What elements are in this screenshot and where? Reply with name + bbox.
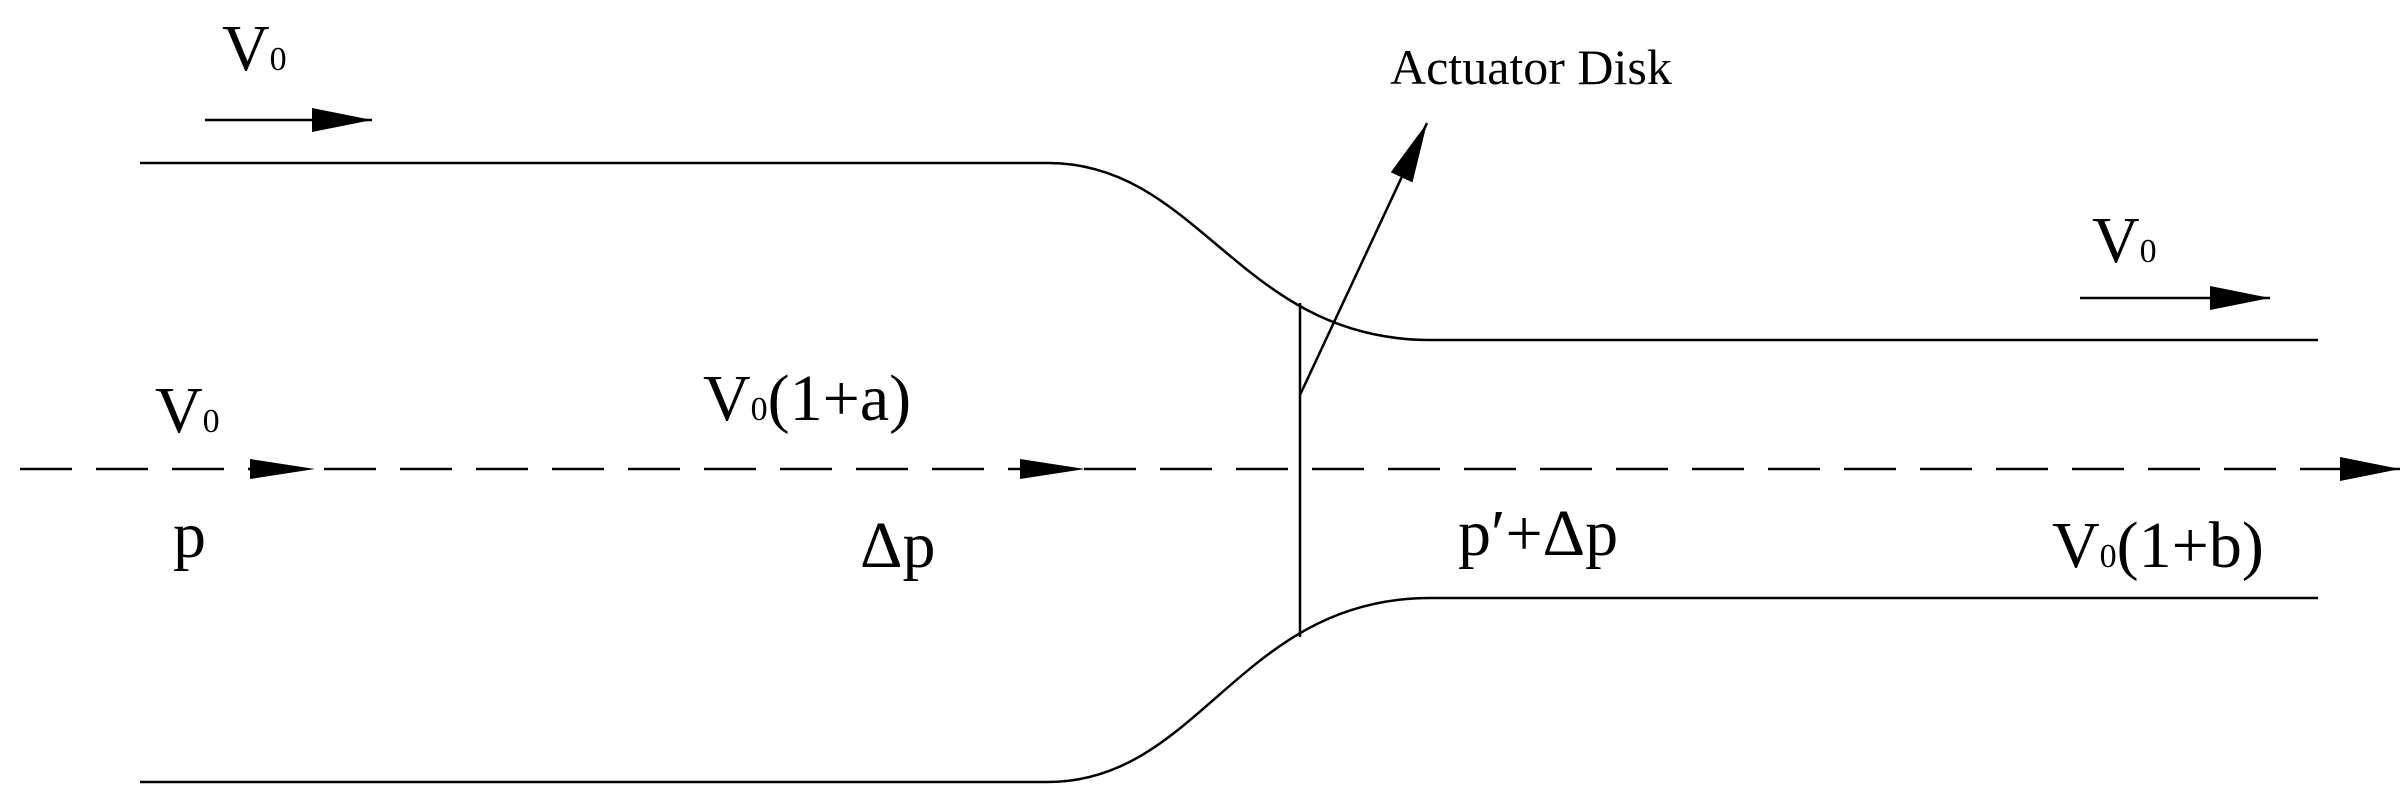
velocity-far-wake-label: V0(1+b) (2052, 509, 2264, 582)
actuator-disk-pointer-arrow (1298, 122, 1429, 396)
v0-downstream-top-label: V0 (2092, 204, 2157, 277)
axis-disk-arrow (1020, 459, 1085, 479)
streamtube-upper-boundary (140, 161, 2318, 342)
actuator-disk-label: Actuator Disk (1390, 39, 1672, 95)
pressure-after-disk-label: p′+Δp (1458, 497, 1618, 570)
pressure-inlet-label: p (173, 499, 206, 572)
v0-upstream-top-label: V0 (222, 12, 287, 85)
axis-inlet-arrow (250, 459, 315, 479)
streamtube-lower-boundary (140, 596, 2318, 784)
pressure-before-disk-label: Δp (860, 509, 935, 582)
velocity-at-disk-label: V0(1+a) (703, 362, 911, 435)
v0-axis-inlet-label: V0 (155, 374, 220, 447)
